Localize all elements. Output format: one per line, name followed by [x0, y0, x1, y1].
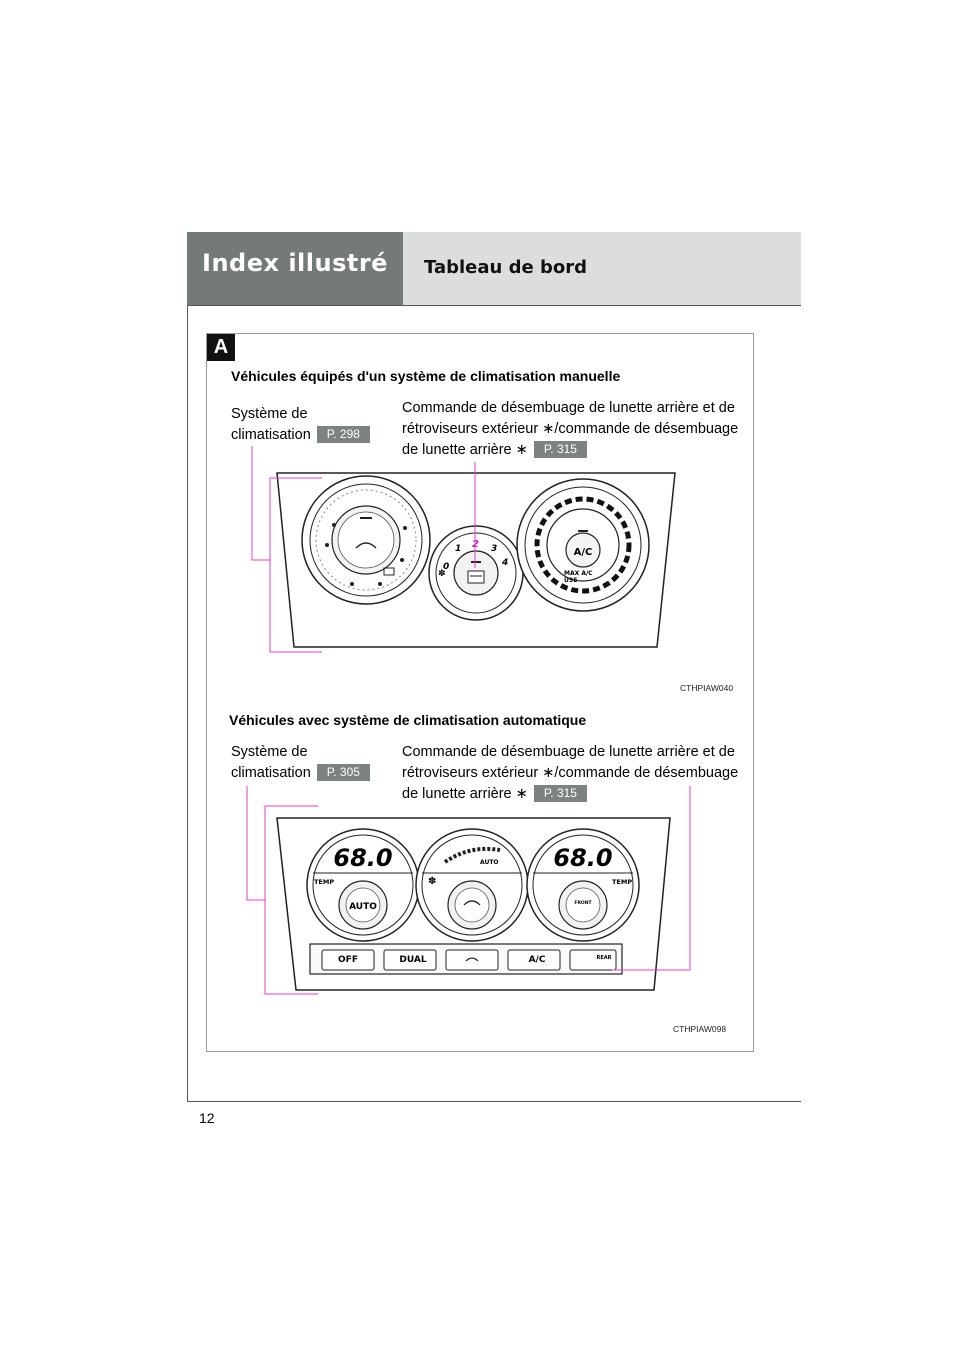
auto-image-code: CTHPIAW098 [673, 1024, 727, 1034]
left-temp-display: 68.0 [333, 844, 392, 872]
auto-defog-label: Commande de désembuage de lunette arrièr… [402, 742, 738, 805]
ac-button[interactable]: A/C [507, 949, 561, 971]
page-frame-bottom [187, 1101, 801, 1102]
manual-section-heading: Véhicules équipés d'un système de climat… [231, 368, 621, 384]
auto-system-ref-link[interactable]: P. 305 [316, 764, 370, 781]
auto-defog-line1: Commande de désembuage de lunette arrièr… [402, 744, 735, 760]
page-frame-left [187, 232, 188, 1102]
dual-button[interactable]: DUAL [383, 949, 437, 971]
fan-dial[interactable]: 0 1 2 3 4 ✽ [428, 525, 524, 621]
rear-button-label: REAR [597, 955, 612, 961]
auto-defog-callout [612, 786, 691, 971]
fan-speed-1: 1 [455, 544, 461, 554]
ac-button-label: A/C [574, 547, 593, 558]
manual-system-ref-link[interactable]: P. 298 [316, 426, 370, 443]
auto-system-label-line1: Système de [231, 744, 308, 760]
max-ac-label: MAX A/C [564, 570, 593, 577]
dual-button-label: DUAL [399, 955, 426, 965]
page-number: 12 [199, 1110, 215, 1126]
left-temp-label: TEMP [314, 878, 334, 886]
temperature-dial[interactable]: A/C MAX A/C USE [516, 478, 650, 612]
right-temp-display: 68.0 [553, 844, 612, 872]
left-temp-dial[interactable]: 68.0 TEMP AUTO [306, 828, 420, 942]
front-defog-label: FRONT [574, 900, 592, 906]
fan-speed-0: 0 [443, 562, 449, 572]
content-panel [206, 333, 754, 1052]
manual-system-label-line1: Système de [231, 406, 308, 422]
mode-dial[interactable] [301, 475, 431, 605]
fan-speed-4: 4 [501, 558, 508, 568]
auto-control-panel: 68.0 TEMP AUTO AUTO ✽ 68.0 TEMP FRONT [246, 786, 691, 995]
page-title: Index illustré [202, 249, 388, 277]
fan-icon-auto: ✽ [428, 876, 436, 887]
right-temp-dial[interactable]: 68.0 TEMP FRONT [526, 828, 640, 942]
auto-defog-line2: rétroviseurs extérieur ∗/commande de dés… [402, 765, 739, 781]
use-label: USE [564, 577, 577, 584]
auto-mode-label: AUTO [480, 859, 499, 866]
manual-defog-line2: rétroviseurs extérieur ∗/commande de dés… [402, 421, 739, 437]
fan-icon: ✽ [438, 569, 446, 579]
page-subtitle: Tableau de bord [424, 257, 587, 278]
auto-section-heading: Véhicules avec système de climatisation … [229, 712, 587, 728]
manual-control-panel: 0 1 2 3 4 ✽ A/C MAX A/C USE [251, 446, 676, 653]
manual-image-code: CTHPIAW040 [680, 683, 734, 693]
mode-fan-dial[interactable]: AUTO ✽ [415, 828, 529, 942]
header-divider [187, 305, 801, 306]
off-button[interactable]: OFF [321, 949, 375, 971]
fan-speed-3: 3 [491, 544, 497, 554]
off-button-label: OFF [338, 955, 358, 965]
auto-button-label: AUTO [349, 902, 377, 912]
manual-defog-ref-link[interactable]: P. 315 [533, 441, 587, 458]
section-badge: A [207, 334, 235, 361]
auto-defog-line3: de lunette arrière ∗P. 315 [402, 784, 738, 805]
ac-auto-button-label: A/C [529, 955, 546, 965]
recirculation-button[interactable] [445, 949, 499, 971]
manual-system-callout-lower [269, 560, 322, 653]
rear-defog-button[interactable]: REAR [569, 949, 617, 971]
manual-defog-line3: de lunette arrière ∗P. 315 [402, 440, 738, 461]
manual-defog-label: Commande de désembuage de lunette arrièr… [402, 398, 738, 461]
auto-system-callout-lower [264, 900, 318, 995]
header-subtitle-block [403, 232, 801, 305]
auto-defog-ref-link[interactable]: P. 315 [533, 785, 587, 802]
header-title-block [187, 232, 403, 305]
right-temp-label: TEMP [612, 878, 632, 886]
manual-defog-line1: Commande de désembuage de lunette arrièr… [402, 400, 735, 416]
